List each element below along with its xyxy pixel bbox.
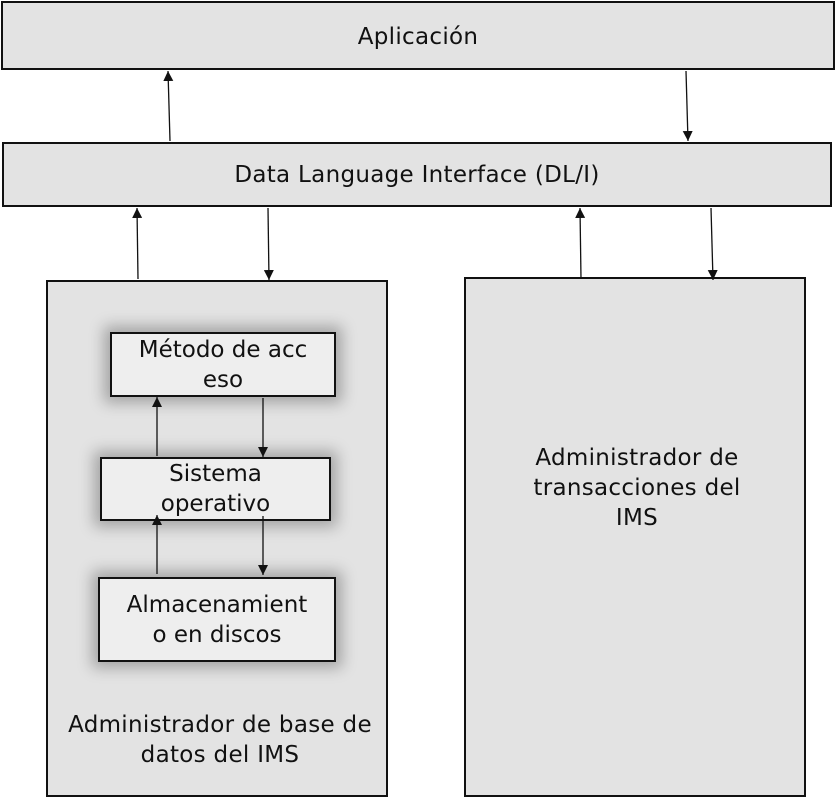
arrow-dbmanager-to-dli: [132, 207, 143, 280]
transaction-manager-label: Administrador de transacciones del IMS: [458, 443, 816, 533]
arrow-dli-to-dbmanager: [263, 207, 274, 281]
transaction-manager-line2: transacciones del: [533, 475, 741, 501]
dli-box: Data Language Interface (DL/I): [2, 142, 832, 207]
disk-storage-line1: Almacenamient: [126, 591, 308, 618]
operating-system-line2: operativo: [160, 491, 271, 517]
db-manager-label-line1: Administrador de base de: [68, 712, 372, 738]
arrow-dli-to-application: [163, 70, 174, 142]
access-method-box: Método de acc eso: [110, 332, 336, 397]
operating-system-box: Sistema operativo: [100, 457, 331, 521]
transaction-manager-line3: IMS: [615, 505, 659, 531]
operating-system-line1: Sistema: [169, 461, 262, 487]
application-box: Aplicación: [1, 1, 835, 70]
arrow-transaction-to-dli: [575, 207, 586, 280]
disk-storage-box: Almacenamient o en discos: [98, 577, 336, 662]
db-manager-label-line2: datos del IMS: [140, 742, 300, 768]
arrow-application-to-dli: [682, 70, 693, 142]
transaction-manager-box: Administrador de transacciones del IMS: [464, 277, 806, 797]
application-label: Aplicación: [357, 24, 479, 50]
disk-storage-line2: o en discos: [152, 621, 282, 648]
access-method-line1: Método de acc: [138, 336, 308, 363]
transaction-manager-line1: Administrador de: [535, 445, 739, 471]
db-manager-label: Administrador de base de datos del IMS: [44, 710, 396, 770]
access-method-line2: eso: [202, 366, 244, 393]
arrow-dli-to-transaction: [707, 207, 718, 281]
dli-label: Data Language Interface (DL/I): [234, 162, 600, 188]
